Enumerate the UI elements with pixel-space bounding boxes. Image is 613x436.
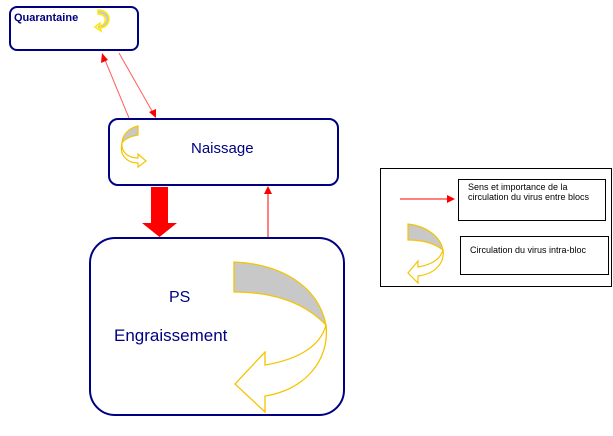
legend-curved-arrow-icon [407, 223, 444, 285]
edge-naissage-to-quarantaine [101, 53, 130, 119]
naissage-label: Naissage [191, 140, 254, 157]
legend-item-inter-bloc-text: Sens et importance de la circulation du … [468, 182, 590, 202]
edge-naissage-to-engraissement [142, 187, 177, 237]
quarantaine-node [9, 6, 139, 51]
edge-engraissement-to-naissage [264, 186, 272, 237]
naissage-node [108, 118, 339, 186]
engraissement-loop-icon [233, 261, 328, 414]
engraissement-label-main: Engraissement [114, 326, 228, 345]
quarantaine-loop-icon [93, 9, 110, 33]
quarantaine-label: Quarantaine [14, 12, 79, 24]
legend-item-inter-bloc: Sens et importance de la circulation du … [458, 179, 606, 221]
legend-item-intra-bloc-text: Circulation du virus intra-bloc [470, 245, 587, 255]
naissage-loop-icon [120, 125, 147, 169]
edge-quarantaine-to-naissage [118, 52, 156, 118]
legend-red-arrow-icon [400, 195, 455, 203]
engraissement-node [89, 237, 345, 416]
legend-item-intra-bloc: Circulation du virus intra-bloc [460, 236, 609, 275]
engraissement-label-ps: PS [169, 289, 191, 306]
